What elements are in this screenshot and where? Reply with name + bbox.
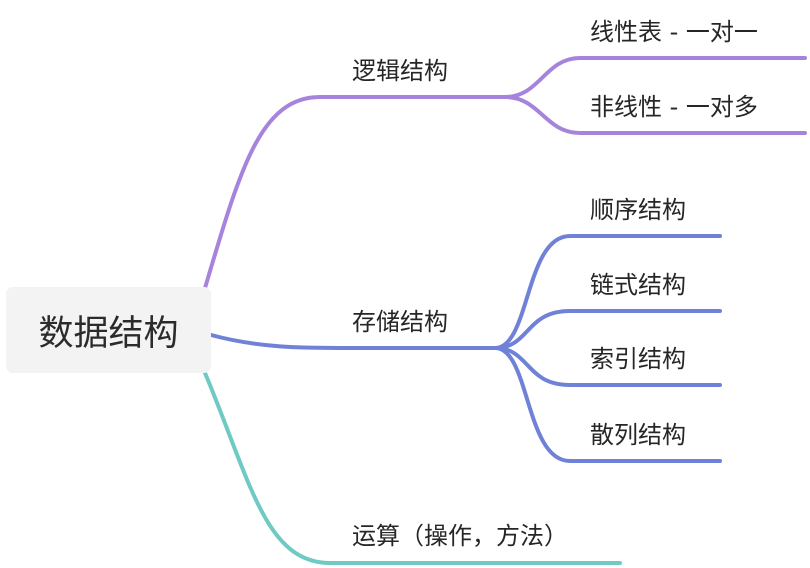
child-sequential-label[interactable]: 顺序结构 bbox=[590, 196, 686, 224]
link-logical-nonlinear bbox=[503, 95, 807, 135]
root-node[interactable]: 数据结构 bbox=[6, 287, 211, 373]
link-root-logical bbox=[203, 95, 507, 290]
link-root-storage bbox=[209, 333, 497, 350]
child-hashed-label[interactable]: 散列结构 bbox=[590, 421, 686, 449]
link-logical-linear bbox=[503, 56, 807, 99]
link-storage-indexed bbox=[493, 346, 722, 387]
link-storage-sequential bbox=[493, 234, 722, 350]
child-linked-label[interactable]: 链式结构 bbox=[590, 271, 686, 299]
child-indexed-label[interactable]: 索引结构 bbox=[590, 345, 686, 373]
child-nonlinear-label[interactable]: 非线性 - 一对多 bbox=[590, 93, 758, 121]
child-linear-label[interactable]: 线性表 - 一对一 bbox=[590, 18, 758, 46]
link-storage-linked bbox=[493, 309, 722, 350]
link-storage-hashed bbox=[493, 346, 722, 463]
root-label: 数据结构 bbox=[38, 313, 179, 354]
branch-logical-label[interactable]: 逻辑结构 bbox=[352, 57, 448, 85]
link-root-operation bbox=[203, 371, 622, 565]
branch-storage-label[interactable]: 存储结构 bbox=[352, 308, 448, 336]
branch-operation-label[interactable]: 运算（操作，方法） bbox=[352, 522, 568, 550]
